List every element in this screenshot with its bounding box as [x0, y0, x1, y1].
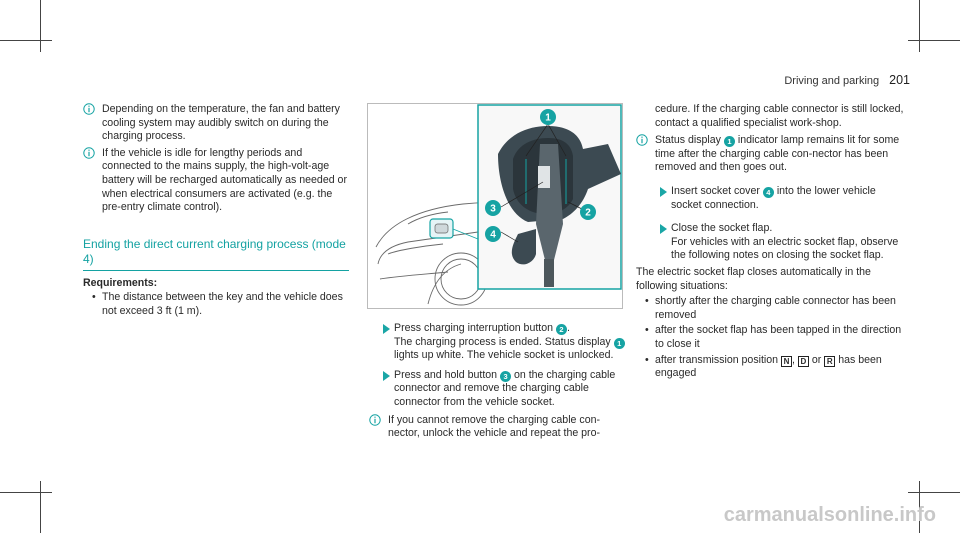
info-icon [369, 413, 381, 426]
callout-ref: 1 [613, 337, 625, 349]
callout-label: 2 [585, 208, 591, 219]
note-text: If the vehicle is idle for lengthy perio… [102, 146, 347, 214]
step-text: For vehicles with an electric socket fla… [671, 235, 899, 262]
step-press-button: Press charging interruption button 2. Th… [359, 322, 629, 363]
bullet-icon: • [645, 324, 649, 337]
step-text: Insert socket cover [671, 184, 760, 197]
bullet-icon: • [645, 295, 649, 308]
step-remove-connector: Press and hold button 3 on the charging … [359, 369, 629, 410]
list-item-text: , [792, 353, 795, 366]
callout-3: 3 [485, 200, 501, 216]
note-text: Depending on the temperature, the fan an… [102, 103, 340, 143]
callout-4: 4 [485, 226, 501, 242]
note-text: Status display [655, 134, 721, 147]
callout-label: 3 [490, 204, 496, 215]
gear-r-icon: R [824, 355, 836, 367]
crop-mark [919, 0, 920, 52]
column-middle: Press charging interruption button 2. Th… [359, 322, 629, 444]
section-title: Driving and parking [784, 75, 880, 87]
page-number: 201 [889, 73, 910, 87]
callout-label: 1 [545, 113, 551, 124]
step-insert-cover: Insert socket cover 4 into the lower veh… [636, 185, 908, 212]
note-fan: Depending on the temperature, the fan an… [83, 103, 349, 144]
step-arrow-icon [660, 186, 667, 197]
note-text: If you cannot remove the charging cable … [388, 413, 601, 440]
crop-mark [40, 0, 41, 52]
step-text: . [566, 322, 570, 334]
requirement-item: • The distance between the key and the v… [83, 291, 349, 318]
crop-mark [908, 492, 960, 493]
callout-ref: 1 [723, 136, 735, 148]
info-icon [636, 134, 648, 146]
step-arrow-icon [383, 370, 390, 381]
step-text: Press and hold button [394, 368, 498, 381]
note-unlock: If you cannot remove the charging cable … [369, 414, 629, 441]
note-status: Status display 1 indicator lamp remains … [636, 134, 908, 175]
callout-1: 1 [540, 109, 556, 125]
requirements-label: Requirements: [83, 276, 158, 289]
step-result: lights up white. The vehicle socket is u… [394, 349, 614, 362]
list-item-text: after the socket flap has been tapped in… [655, 324, 902, 350]
list-item-text: shortly after the charging cable connect… [655, 295, 896, 321]
gear-n-icon: N [781, 355, 793, 367]
step-result: The charging process is ended. Status di… [394, 335, 611, 348]
callout-label: 4 [490, 230, 496, 241]
callout-2: 2 [580, 204, 596, 220]
gear-d-icon: D [797, 355, 809, 367]
list-item-text: has been engaged [655, 353, 882, 380]
body-paragraph: The electric socket flap closes automati… [636, 265, 871, 292]
callout-ref: 3 [500, 370, 512, 382]
crop-mark [919, 481, 920, 533]
info-icon [83, 103, 95, 115]
requirement-text: The distance between the key and the veh… [102, 291, 343, 317]
bullet-icon: • [92, 291, 96, 304]
list-item-text: after transmission position [655, 353, 779, 366]
continued-text: cedure. If the charging cable connector … [655, 103, 904, 129]
callout-ref: 4 [762, 186, 774, 198]
crop-mark [40, 481, 41, 533]
note-text: indicator lamp remains lit for some time… [655, 134, 900, 174]
info-icon [83, 147, 95, 159]
illustration-svg: 1 2 3 4 [375, 104, 622, 306]
step-text: into the lower vehicle socket connection… [671, 184, 876, 211]
list-item-text: or [811, 353, 822, 366]
watermark: carmanualsonline.info [723, 504, 936, 527]
callout-ref: 2 [555, 324, 567, 335]
crop-mark [908, 40, 960, 41]
list-item: • shortly after the charging cable conne… [636, 295, 908, 322]
step-text: Press charging interruption button [394, 322, 553, 334]
step-close-flap: Close the socket flap. For vehicles with… [636, 222, 908, 263]
step-arrow-icon [660, 224, 667, 235]
list-item: • after transmission position N, D or R … [636, 354, 908, 381]
note-idle: If the vehicle is idle for lengthy perio… [83, 147, 349, 215]
list-item: • after the socket flap has been tapped … [636, 324, 908, 351]
page-header: Driving and parking 201 [784, 73, 910, 89]
section-heading: Ending the direct current charging proce… [83, 237, 349, 271]
bullet-icon: • [645, 353, 649, 366]
crop-mark [0, 492, 52, 493]
step-arrow-icon [383, 324, 390, 334]
column-left: Depending on the temperature, the fan an… [83, 103, 349, 321]
crop-mark [0, 40, 52, 41]
charging-illustration: 1 2 3 4 [367, 103, 623, 309]
column-right: cedure. If the charging cable connector … [636, 103, 908, 383]
step-text: on the charging cable connector and remo… [394, 368, 616, 408]
step-text: Close the socket flap. [671, 222, 773, 235]
